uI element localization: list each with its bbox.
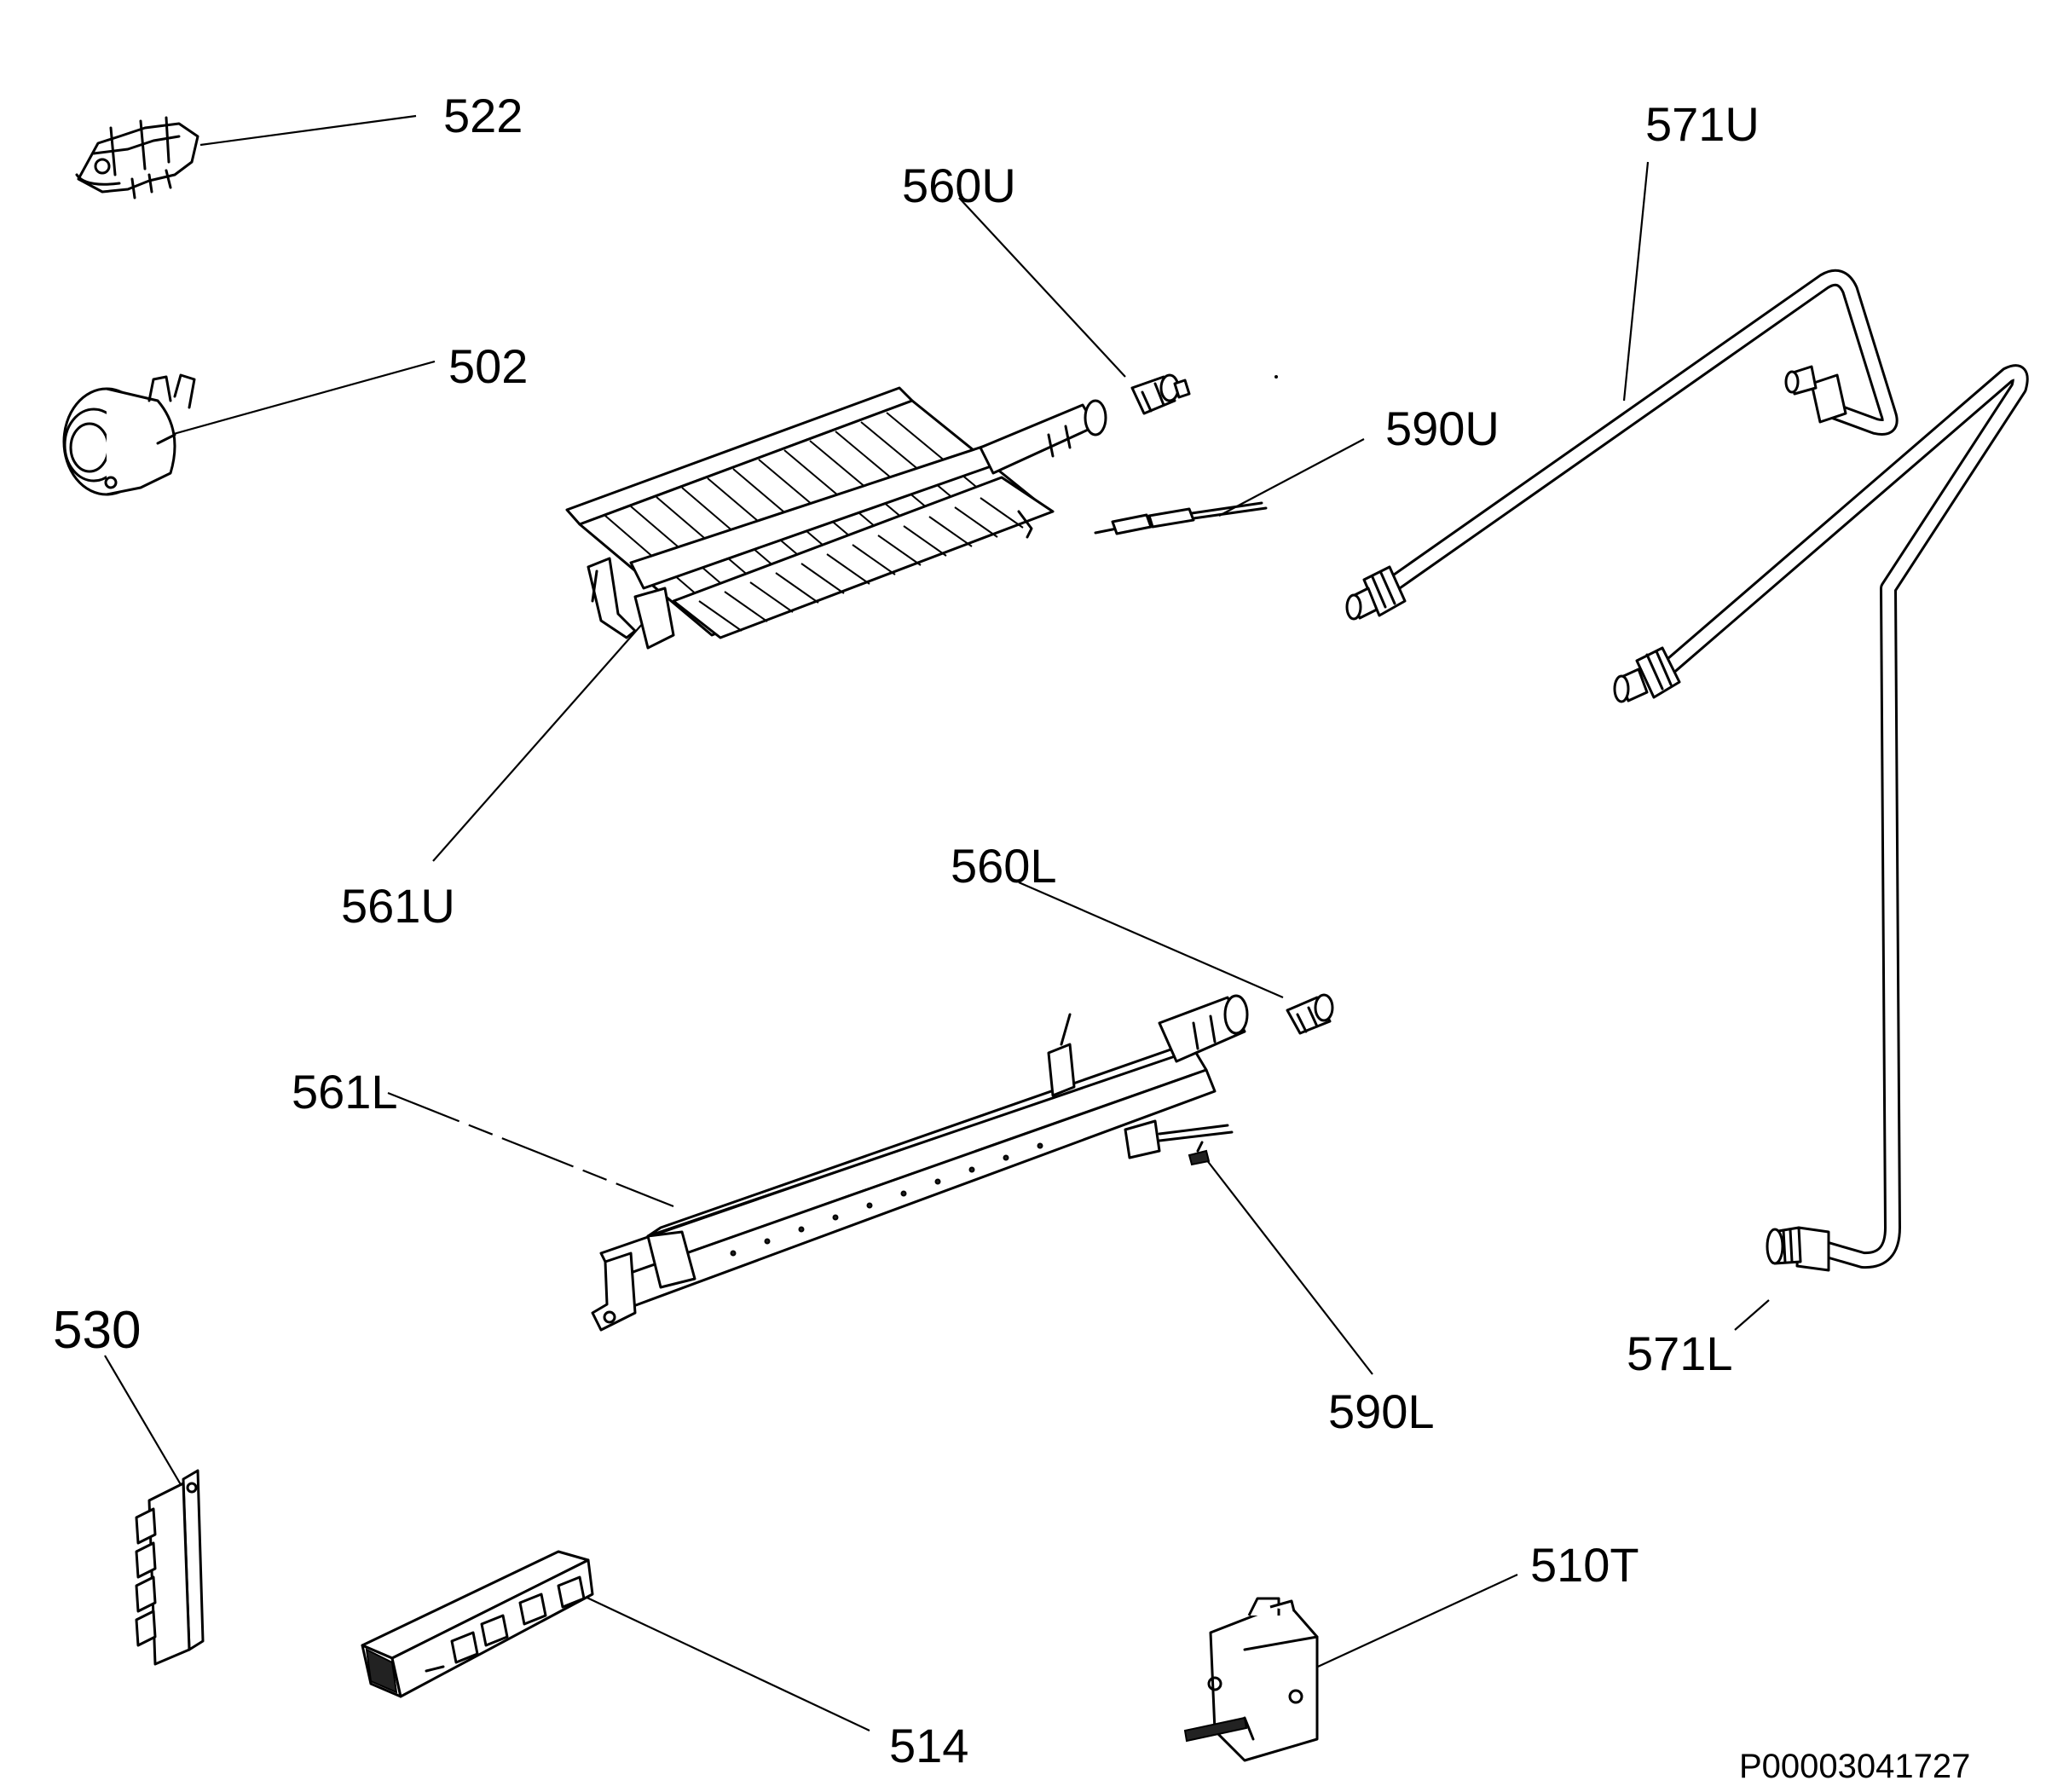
label-561l: 561L — [292, 1065, 398, 1119]
label-514: 514 — [889, 1719, 969, 1772]
part-571u-gas-pipe — [1345, 269, 1899, 621]
label-502: 502 — [448, 339, 529, 393]
label-510t: 510T — [1530, 1538, 1639, 1592]
label-560u: 560U — [902, 159, 1016, 212]
part-560u-injector — [1130, 373, 1191, 415]
label-560l: 560L — [951, 839, 1057, 893]
part-560l-injector — [1286, 993, 1334, 1035]
part-530-terminal-block — [135, 1469, 205, 1666]
part-522-clip — [75, 116, 199, 199]
leader-522 — [199, 114, 417, 147]
part-571l-gas-pipe — [1613, 364, 2029, 1272]
leader-561l — [387, 1091, 674, 1208]
label-530: 530 — [53, 1301, 142, 1360]
leader-530 — [104, 1355, 188, 1497]
part-590l-thermocouple — [1188, 1141, 1211, 1166]
part-502-switch — [62, 373, 196, 496]
label-590l: 590L — [1328, 1384, 1435, 1438]
part-561u-grill-burner — [565, 386, 1107, 650]
label-522: 522 — [443, 89, 523, 142]
leader-590u — [1218, 438, 1365, 517]
part-590u-thermocouple — [1094, 501, 1268, 535]
label-571l: 571L — [1627, 1327, 1733, 1380]
label-590u: 590U — [1385, 402, 1500, 455]
burner-ports — [730, 1142, 1043, 1257]
leader-571u — [1622, 161, 1650, 402]
drawing-code: P00003041727 — [1739, 1748, 1971, 1785]
leader-590l — [1205, 1159, 1373, 1375]
part-514-ignition-generator — [361, 1550, 594, 1698]
speck — [1274, 375, 1278, 379]
label-561u: 561U — [341, 879, 455, 933]
leader-571l — [1734, 1299, 1770, 1331]
label-571u: 571U — [1645, 97, 1760, 151]
leader-lines — [104, 114, 1770, 1731]
leader-560u — [958, 197, 1126, 378]
leader-560l — [1018, 881, 1284, 999]
leader-561u — [432, 621, 644, 862]
leader-502 — [170, 360, 436, 436]
leader-514 — [579, 1593, 870, 1731]
leader-510t — [1308, 1574, 1518, 1672]
part-510t-unit — [1183, 1597, 1319, 1762]
part-561l-oven-burner — [591, 994, 1249, 1332]
